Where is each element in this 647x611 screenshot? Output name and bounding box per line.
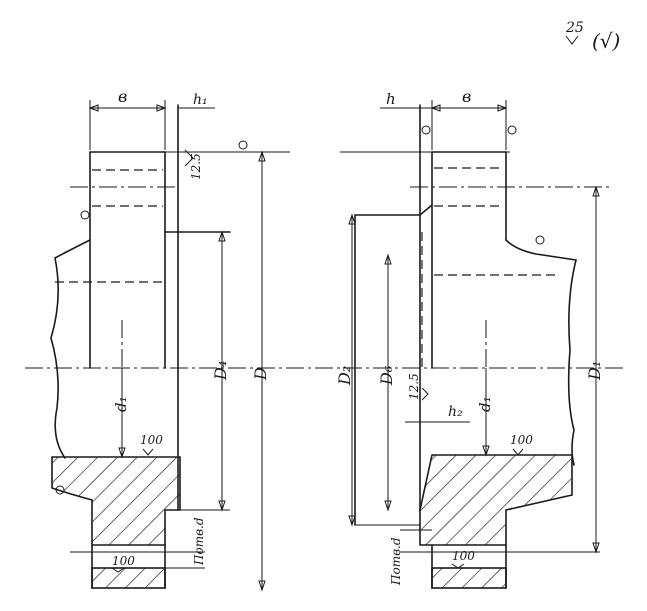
left-chamfer-label: Потв.d xyxy=(192,517,206,566)
right-D6-label: D₆ xyxy=(377,365,396,386)
right-chamfer-label: Потв.d xyxy=(389,537,403,586)
right-width-label: в xyxy=(462,87,471,106)
corner-roughness-value: 25 xyxy=(565,20,584,36)
left-section-hatch xyxy=(51,456,181,546)
right-roughness-100-top: 100 xyxy=(510,433,533,447)
right-flange-view: h в D₁ D₂ D₆ 12.5 h₂ d₁ 100 xyxy=(335,87,610,589)
right-roughness-12-5: 12.5 xyxy=(407,373,421,400)
left-D4-label: D₄ xyxy=(211,361,230,381)
left-gasket-hatch xyxy=(91,567,166,589)
right-h-label: h xyxy=(386,90,396,108)
left-D-label: D xyxy=(251,367,270,381)
corner-roughness-note: 25 (√) xyxy=(565,20,620,53)
left-d1-label: d₁ xyxy=(112,396,130,412)
right-d1-label: d₁ xyxy=(476,396,494,412)
corner-roughness-paren: (√) xyxy=(592,29,620,53)
left-roughness-100-bottom: 100 xyxy=(112,554,135,568)
left-flange-view: в h₁ 12.5 D D₄ d₁ 100 100 Потв.d xyxy=(50,87,290,592)
right-h2-label: h₂ xyxy=(448,404,463,420)
left-roughness-100-top: 100 xyxy=(140,433,163,447)
left-roughness-12-5: 12.5 xyxy=(189,153,203,180)
left-width-label: в xyxy=(118,87,127,106)
right-D1-label: D₁ xyxy=(585,361,604,381)
right-section-hatch xyxy=(419,454,573,546)
left-h1-label: h₁ xyxy=(193,92,208,108)
right-D2-label: D₂ xyxy=(335,366,354,386)
right-roughness-100-bottom: 100 xyxy=(452,549,475,563)
right-gasket-hatch xyxy=(431,567,507,589)
